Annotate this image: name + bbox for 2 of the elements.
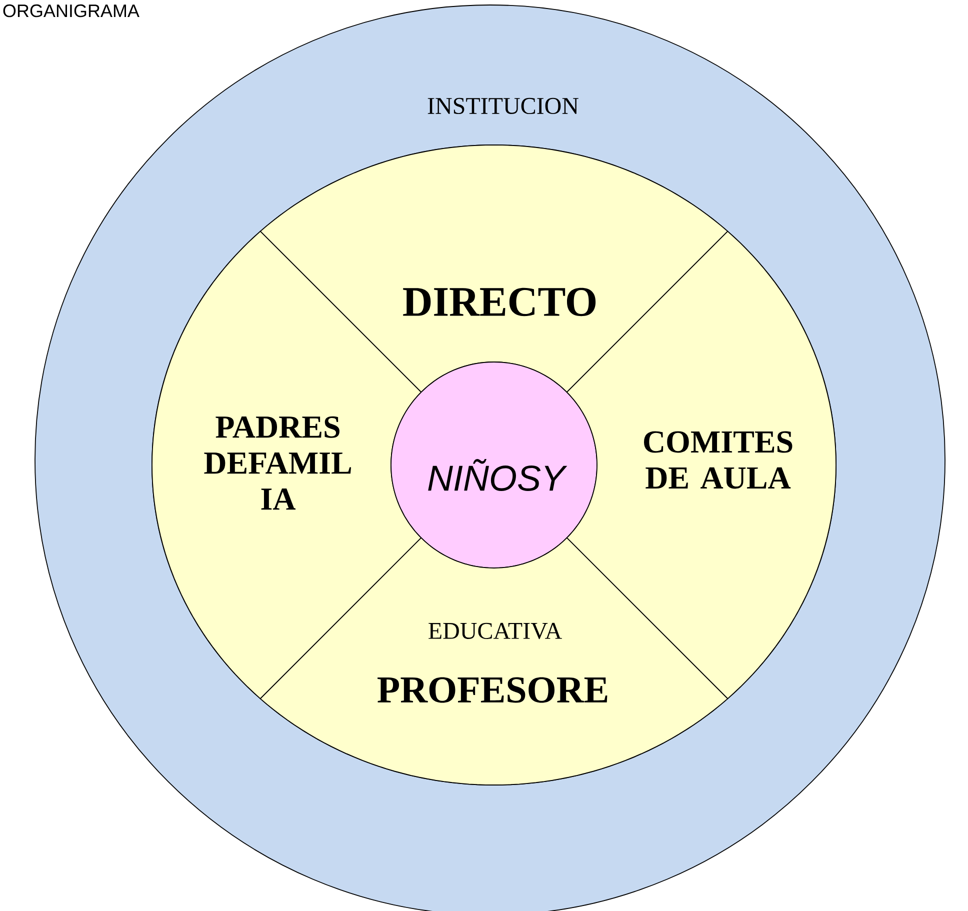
sector: DIRECTO bbox=[260, 144, 728, 393]
sector: EDUCATIVA PROFESORE bbox=[260, 537, 728, 786]
